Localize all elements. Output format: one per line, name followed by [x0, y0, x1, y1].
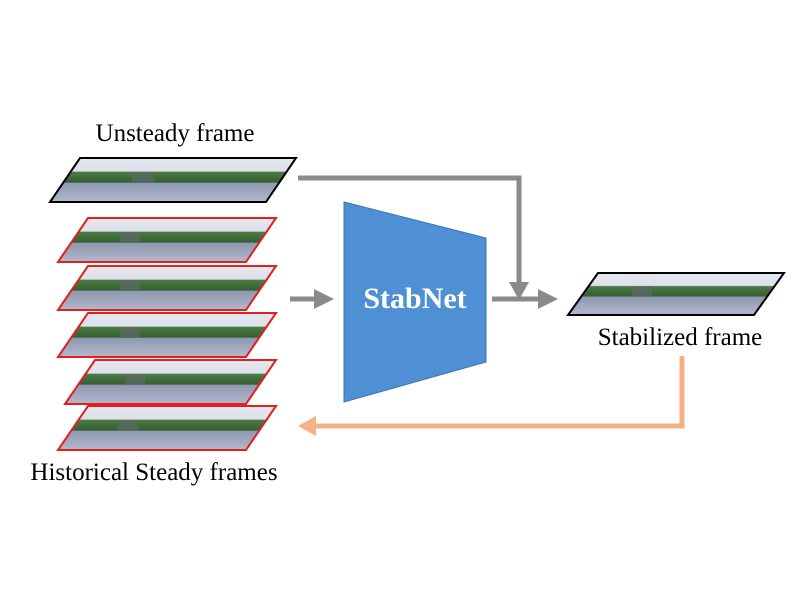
historical-frames-label: Historical Steady frames: [30, 459, 277, 486]
stabilized-frame: [566, 272, 786, 316]
unsteady-frame-label: Unsteady frame: [96, 120, 255, 147]
input-arrow: [290, 289, 334, 309]
unsteady-frame: [48, 157, 298, 203]
historical-frame: [63, 359, 278, 405]
output-arrow: [492, 289, 558, 309]
stabilized-frame-label: Stabilized frame: [598, 324, 763, 351]
feedback-arrow: [298, 356, 685, 436]
stabnet-label: StabNet: [363, 282, 466, 315]
skip-connection-arrow: [298, 175, 529, 300]
stabnet-block: StabNet: [343, 201, 487, 403]
historical-frame: [56, 405, 278, 451]
historical-frame: [56, 265, 278, 311]
historical-frames-stack: [56, 217, 278, 451]
historical-frame: [56, 312, 278, 358]
historical-frame: [56, 217, 278, 263]
